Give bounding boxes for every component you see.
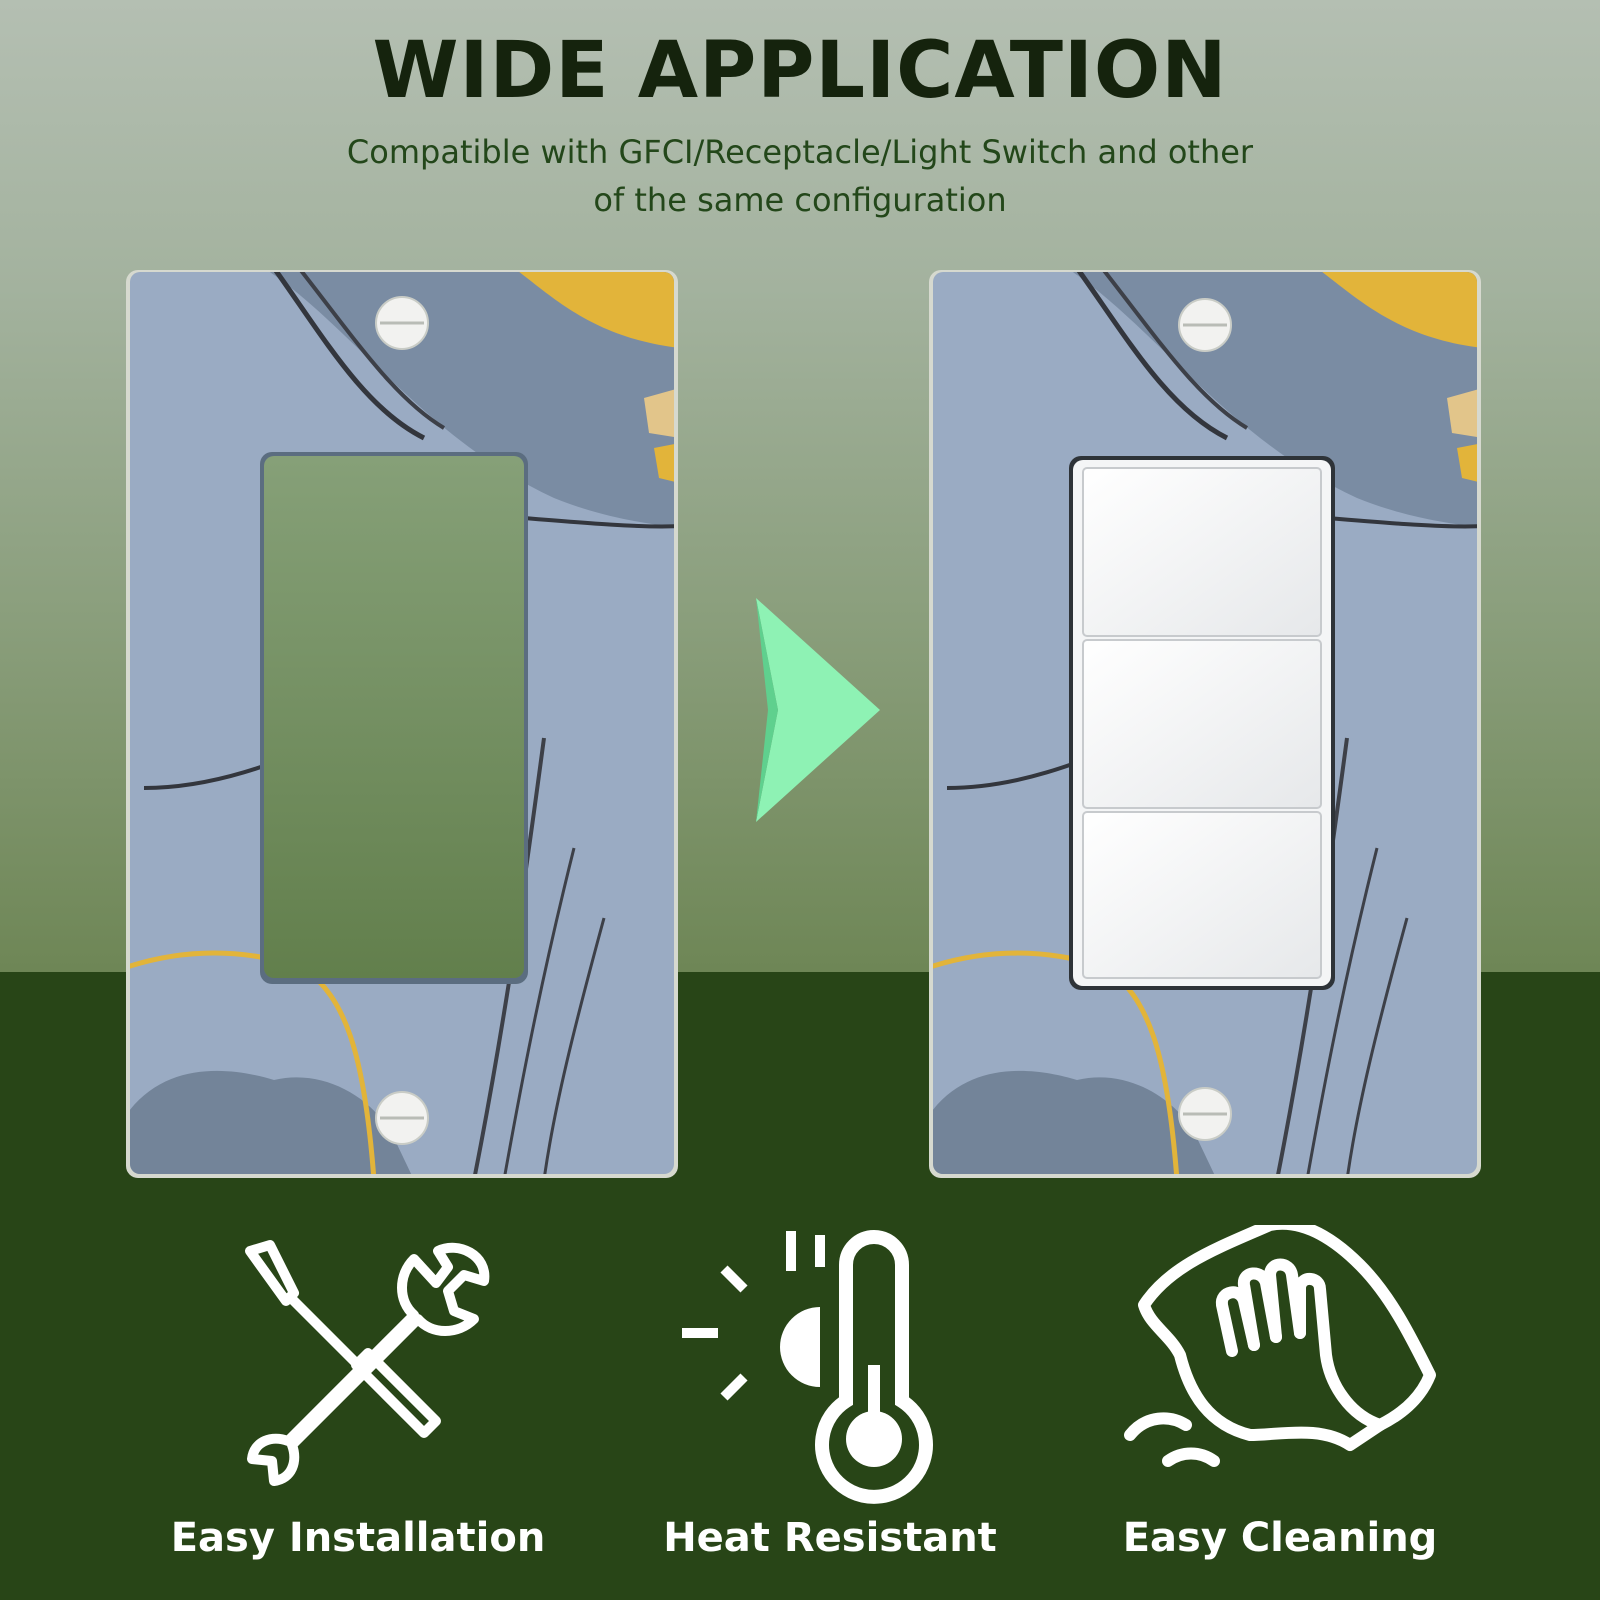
- sun-thermometer-icon: [682, 1230, 933, 1504]
- subtitle-line-2: of the same configuration: [593, 181, 1007, 219]
- rocker-switch-bottom: [1082, 811, 1322, 979]
- page-title: WIDE APPLICATION: [372, 26, 1228, 116]
- screw-icon: [1178, 1087, 1232, 1141]
- wall-plate-empty: [126, 270, 678, 1178]
- rocker-switch-top: [1082, 467, 1322, 637]
- feature-label: Heat Resistant: [663, 1515, 997, 1561]
- feature-easy-cleaning: Easy Cleaning: [1060, 1225, 1500, 1585]
- wrench-screwdriver-icon: [245, 1240, 490, 1486]
- screw-icon: [1178, 298, 1232, 352]
- wall-plate-with-switch: [929, 270, 1481, 1178]
- feature-label: Easy Cleaning: [1122, 1515, 1438, 1561]
- feature-heat-resistant: Heat Resistant: [610, 1225, 1050, 1585]
- screw-icon: [375, 1091, 429, 1145]
- page-subtitle: Compatible with GFCI/Receptacle/Light Sw…: [300, 128, 1300, 224]
- screw-icon: [375, 296, 429, 350]
- subtitle-line-1: Compatible with GFCI/Receptacle/Light Sw…: [346, 133, 1254, 171]
- rocker-opening: [264, 456, 524, 978]
- rocker-switch-middle: [1082, 639, 1322, 809]
- wiping-hand-icon: [1124, 1225, 1436, 1467]
- arrow-right-icon: [756, 598, 880, 822]
- feature-label: Easy Installation: [170, 1515, 546, 1561]
- feature-easy-installation: Easy Installation: [138, 1225, 578, 1585]
